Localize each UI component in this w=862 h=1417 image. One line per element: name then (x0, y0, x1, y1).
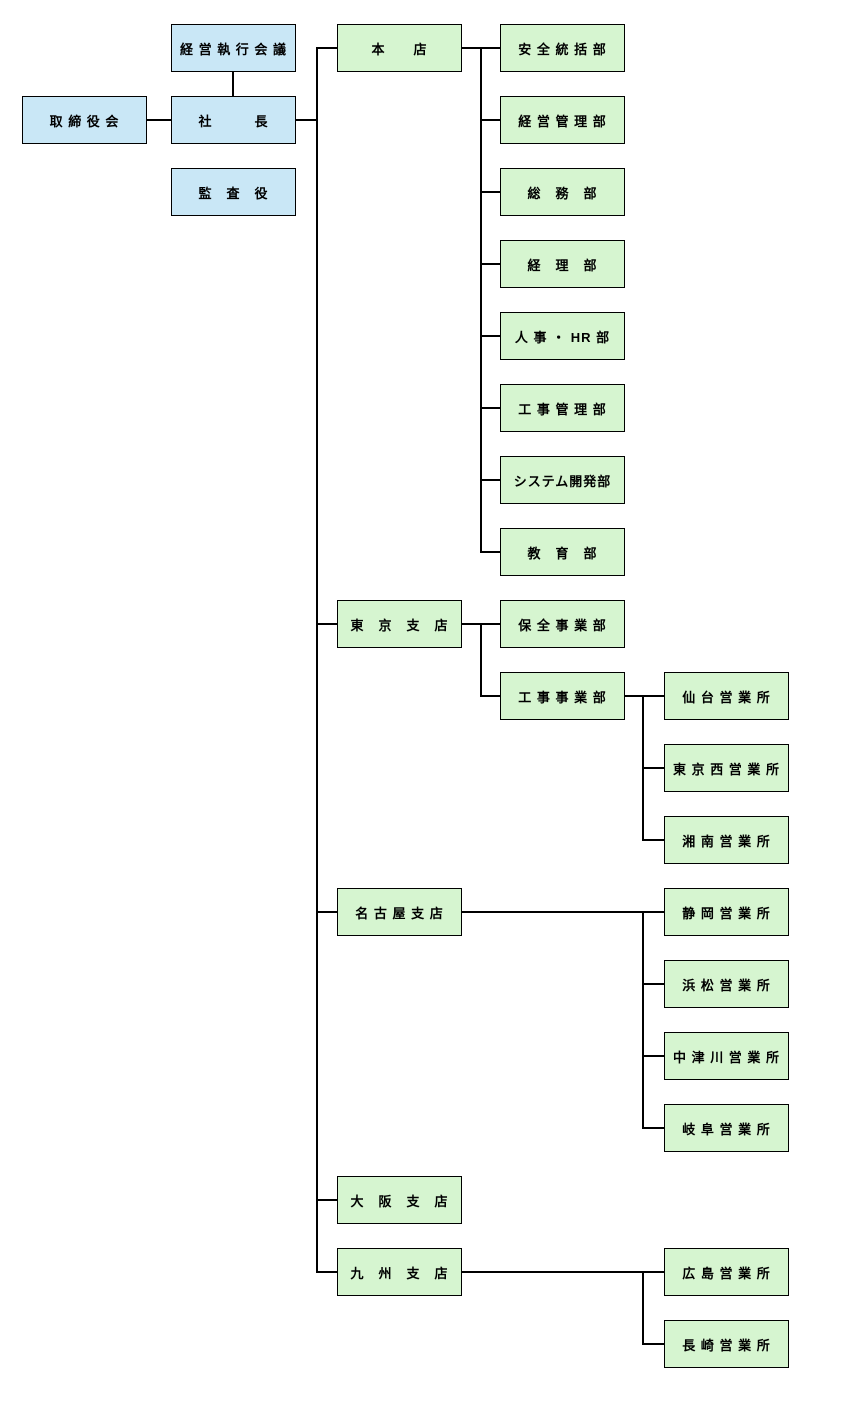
line-stub-shonan (642, 839, 664, 841)
line-board-to-president (146, 119, 171, 121)
box-dept-system-development: システム開発部 (500, 456, 625, 504)
line-stub-tokyo-west (642, 767, 664, 769)
line-stub-general-affairs (480, 191, 500, 193)
line-kyushu-to-hiroshima (462, 1271, 664, 1273)
line-stub-system-development (480, 479, 500, 481)
box-branch-tokyo: 東 京 支 店 (337, 600, 462, 648)
line-trunk-to-osaka (316, 1199, 337, 1201)
box-office-shizuoka: 静 岡 営 業 所 (664, 888, 789, 936)
box-office-gifu: 岐 阜 営 業 所 (664, 1104, 789, 1152)
line-stub-education (480, 551, 500, 553)
line-nagoya-to-shizuoka (462, 911, 664, 913)
box-dept-management-administration: 経 営 管 理 部 (500, 96, 625, 144)
box-dept-general-affairs: 総 務 部 (500, 168, 625, 216)
line-tokyo-departments (480, 623, 482, 697)
line-head-office-departments (480, 47, 482, 553)
box-dept-maintenance-business: 保 全 事 業 部 (500, 600, 625, 648)
line-exec-to-president (232, 72, 234, 96)
box-dept-hr: 人 事 ・ HR 部 (500, 312, 625, 360)
box-office-nakatsugawa: 中 津 川 営 業 所 (664, 1032, 789, 1080)
line-stub-management-admin (480, 119, 500, 121)
line-stub-gifu (642, 1127, 664, 1129)
box-branch-nagoya: 名 古 屋 支 店 (337, 888, 462, 936)
box-executive-committee: 経 営 執 行 会 議 (171, 24, 296, 72)
line-president-to-trunk (296, 119, 318, 121)
line-stub-construction-management (480, 407, 500, 409)
line-trunk-to-head-office (316, 47, 337, 49)
box-dept-education: 教 育 部 (500, 528, 625, 576)
line-kyushu-offices (642, 1271, 644, 1345)
line-trunk-to-kyushu (316, 1271, 337, 1273)
box-dept-accounting: 経 理 部 (500, 240, 625, 288)
box-office-hamamatsu: 浜 松 営 業 所 (664, 960, 789, 1008)
line-stub-nakatsugawa (642, 1055, 664, 1057)
box-dept-construction-business: 工 事 事 業 部 (500, 672, 625, 720)
line-trunk-to-nagoya (316, 911, 337, 913)
box-office-hiroshima: 広 島 営 業 所 (664, 1248, 789, 1296)
box-dept-safety-supervision: 安 全 統 括 部 (500, 24, 625, 72)
box-head-office: 本 店 (337, 24, 462, 72)
box-office-sendai: 仙 台 営 業 所 (664, 672, 789, 720)
line-stub-hamamatsu (642, 983, 664, 985)
box-dept-construction-management: 工 事 管 理 部 (500, 384, 625, 432)
line-nagoya-offices (642, 911, 644, 1129)
line-stub-nagasaki (642, 1343, 664, 1345)
box-office-nagasaki: 長 崎 営 業 所 (664, 1320, 789, 1368)
box-branch-kyushu: 九 州 支 店 (337, 1248, 462, 1296)
line-head-office-to-safety (462, 47, 500, 49)
box-auditor: 監 査 役 (171, 168, 296, 216)
box-board-of-directors: 取 締 役 会 (22, 96, 147, 144)
line-construction-to-sendai (625, 695, 664, 697)
box-office-shonan: 湘 南 営 業 所 (664, 816, 789, 864)
box-branch-osaka: 大 阪 支 店 (337, 1176, 462, 1224)
line-stub-construction-business (480, 695, 500, 697)
box-office-tokyo-west: 東 京 西 営 業 所 (664, 744, 789, 792)
line-stub-hr (480, 335, 500, 337)
line-stub-accounting (480, 263, 500, 265)
box-president: 社 長 (171, 96, 296, 144)
line-president-trunk-vertical (316, 47, 318, 1273)
line-tokyo-to-maintenance (462, 623, 500, 625)
line-trunk-to-tokyo (316, 623, 337, 625)
